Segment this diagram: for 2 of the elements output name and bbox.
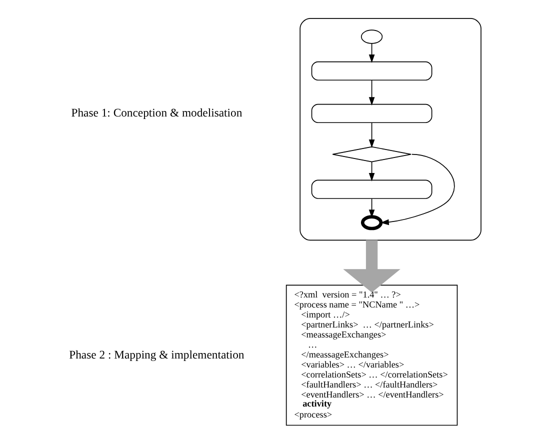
label: Phase 1: Conception & modelisation xyxy=(70,106,242,120)
label: Phase 2 : Mapping & implementation xyxy=(68,348,244,362)
